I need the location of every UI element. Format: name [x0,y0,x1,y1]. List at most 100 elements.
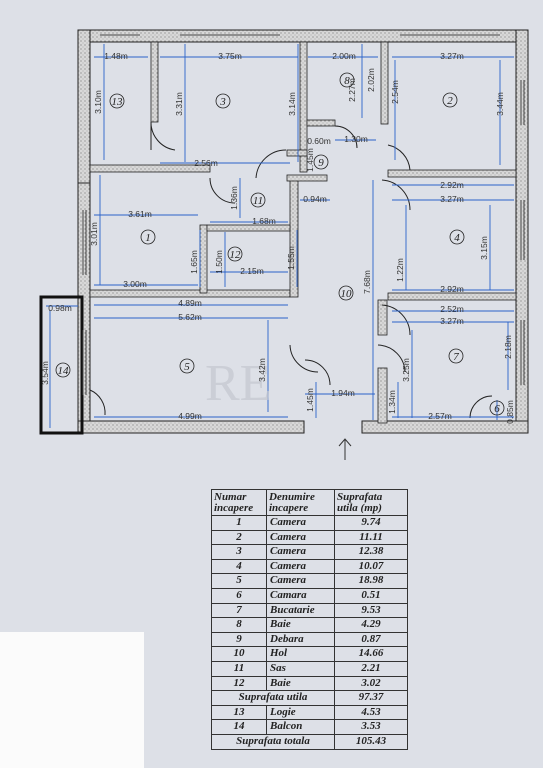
room-number-label: 5 [184,361,190,373]
dimension-label: 3.25m [401,358,411,382]
room-number-label: 6 [494,403,500,415]
dimension-label: 3.61m [128,209,152,219]
room-name-cell: Camara [266,587,335,604]
dimension-label: 2.15m [240,266,264,276]
room-name-cell: Camera [266,529,335,546]
blank-area [0,632,144,768]
dimension-label: 1.36m [229,186,239,210]
room-area-cell: 14.66 [334,646,408,662]
room-area-cell: 4.29 [334,617,408,633]
room-number-cell: 14 [211,719,267,735]
dimension-label: 3.00m [123,279,147,289]
room-area-cell: 3.53 [334,719,408,735]
usable-area-label: Suprafata utila [211,690,335,706]
dimension-label: 4.99m [178,411,202,421]
room-number-label: 12 [230,249,242,261]
room-area-cell: 12.38 [334,544,408,560]
dimension-label: 1.65m [189,250,199,274]
dimension-label: 3.42m [257,358,267,382]
dimension-label: 1.22m [395,258,405,282]
room-name-cell: Debara [266,631,335,648]
dimension-label: 0.98m [48,303,72,313]
header-area: Suprafata utila (mp) [334,489,408,516]
room-number-cell: 3 [211,544,267,560]
dimension-label: 3.01m [89,222,99,246]
dimension-label: 3.10m [93,90,103,114]
room-number-cell: 4 [211,558,267,575]
room-number-cell: 1 [211,515,267,531]
dimension-label: 2.02m [366,68,376,92]
dimension-label: 1.45m [305,388,315,412]
dimension-label: 5.62m [178,312,202,322]
room-number-label: 2 [447,95,453,107]
room-area-cell: 18.98 [334,573,408,589]
dimension-label: 3.27m [440,51,464,61]
room-number-cell: 5 [211,573,267,589]
room-number-cell: 12 [211,675,267,692]
dimension-label: 3.14m [287,92,297,116]
room-number-label: 1 [145,232,151,244]
room-number-label: 4 [454,232,460,244]
total-area-value: 105.43 [334,733,408,750]
room-number-label: 7 [453,351,459,363]
dimension-lines [46,44,514,428]
room-name-cell: Baie [266,617,335,633]
room-number-label: 11 [253,195,263,207]
room-name-cell: Logie [266,704,335,721]
dimension-label: 2.27m [347,78,357,102]
area-table-container: Numar incapere Denumire incapere Suprafa… [211,489,408,750]
dimension-label: 3.27m [440,316,464,326]
usable-area-value: 97.37 [334,690,408,706]
area-table: Numar incapere Denumire incapere Suprafa… [211,489,408,750]
room-number-label: 8 [344,75,350,87]
dimension-label: 1.68m [252,216,276,226]
room-area-cell: 0.87 [334,631,408,648]
room-area-cell: 9.74 [334,515,408,531]
room-name-cell: Balcon [266,719,335,735]
room-name-cell: Camera [266,558,335,575]
entrance-arrow [338,438,352,460]
dimension-label: 1.45m [305,148,315,172]
dimension-label: 1.48m [104,51,128,61]
dimension-label: 0.94m [303,194,327,204]
outer-walls [77,29,529,434]
room-name-cell: Camera [266,573,335,589]
room-area-cell: 0.51 [334,587,408,604]
watermark: RE [205,355,271,412]
room-number-label: 3 [219,96,226,108]
table-header-row: Numar incapere Denumire incapere Suprafa… [211,489,408,516]
balcony-outline [39,295,84,435]
room-name-cell: Bucatarie [266,602,335,619]
room-number-cell: 7 [211,602,267,619]
room-area-cell: 3.02 [334,675,408,692]
dimension-label: 0.85m [505,400,515,424]
room-area-cell: 9.53 [334,602,408,619]
dimension-label: 3.44m [495,92,505,116]
interior-walls [89,41,517,424]
room-area-cell: 2.21 [334,660,408,677]
header-number: Numar incapere [211,489,267,516]
room-number-label: 14 [58,365,70,377]
dimension-label: 0.60m [307,136,331,146]
dimension-label: 1.34m [387,390,397,414]
room-number-label: 13 [112,96,124,108]
dimension-label: 1.50m [214,250,224,274]
dimension-label: 3.31m [174,92,184,116]
room-name-cell: Sas [266,660,335,677]
windows [82,34,525,395]
